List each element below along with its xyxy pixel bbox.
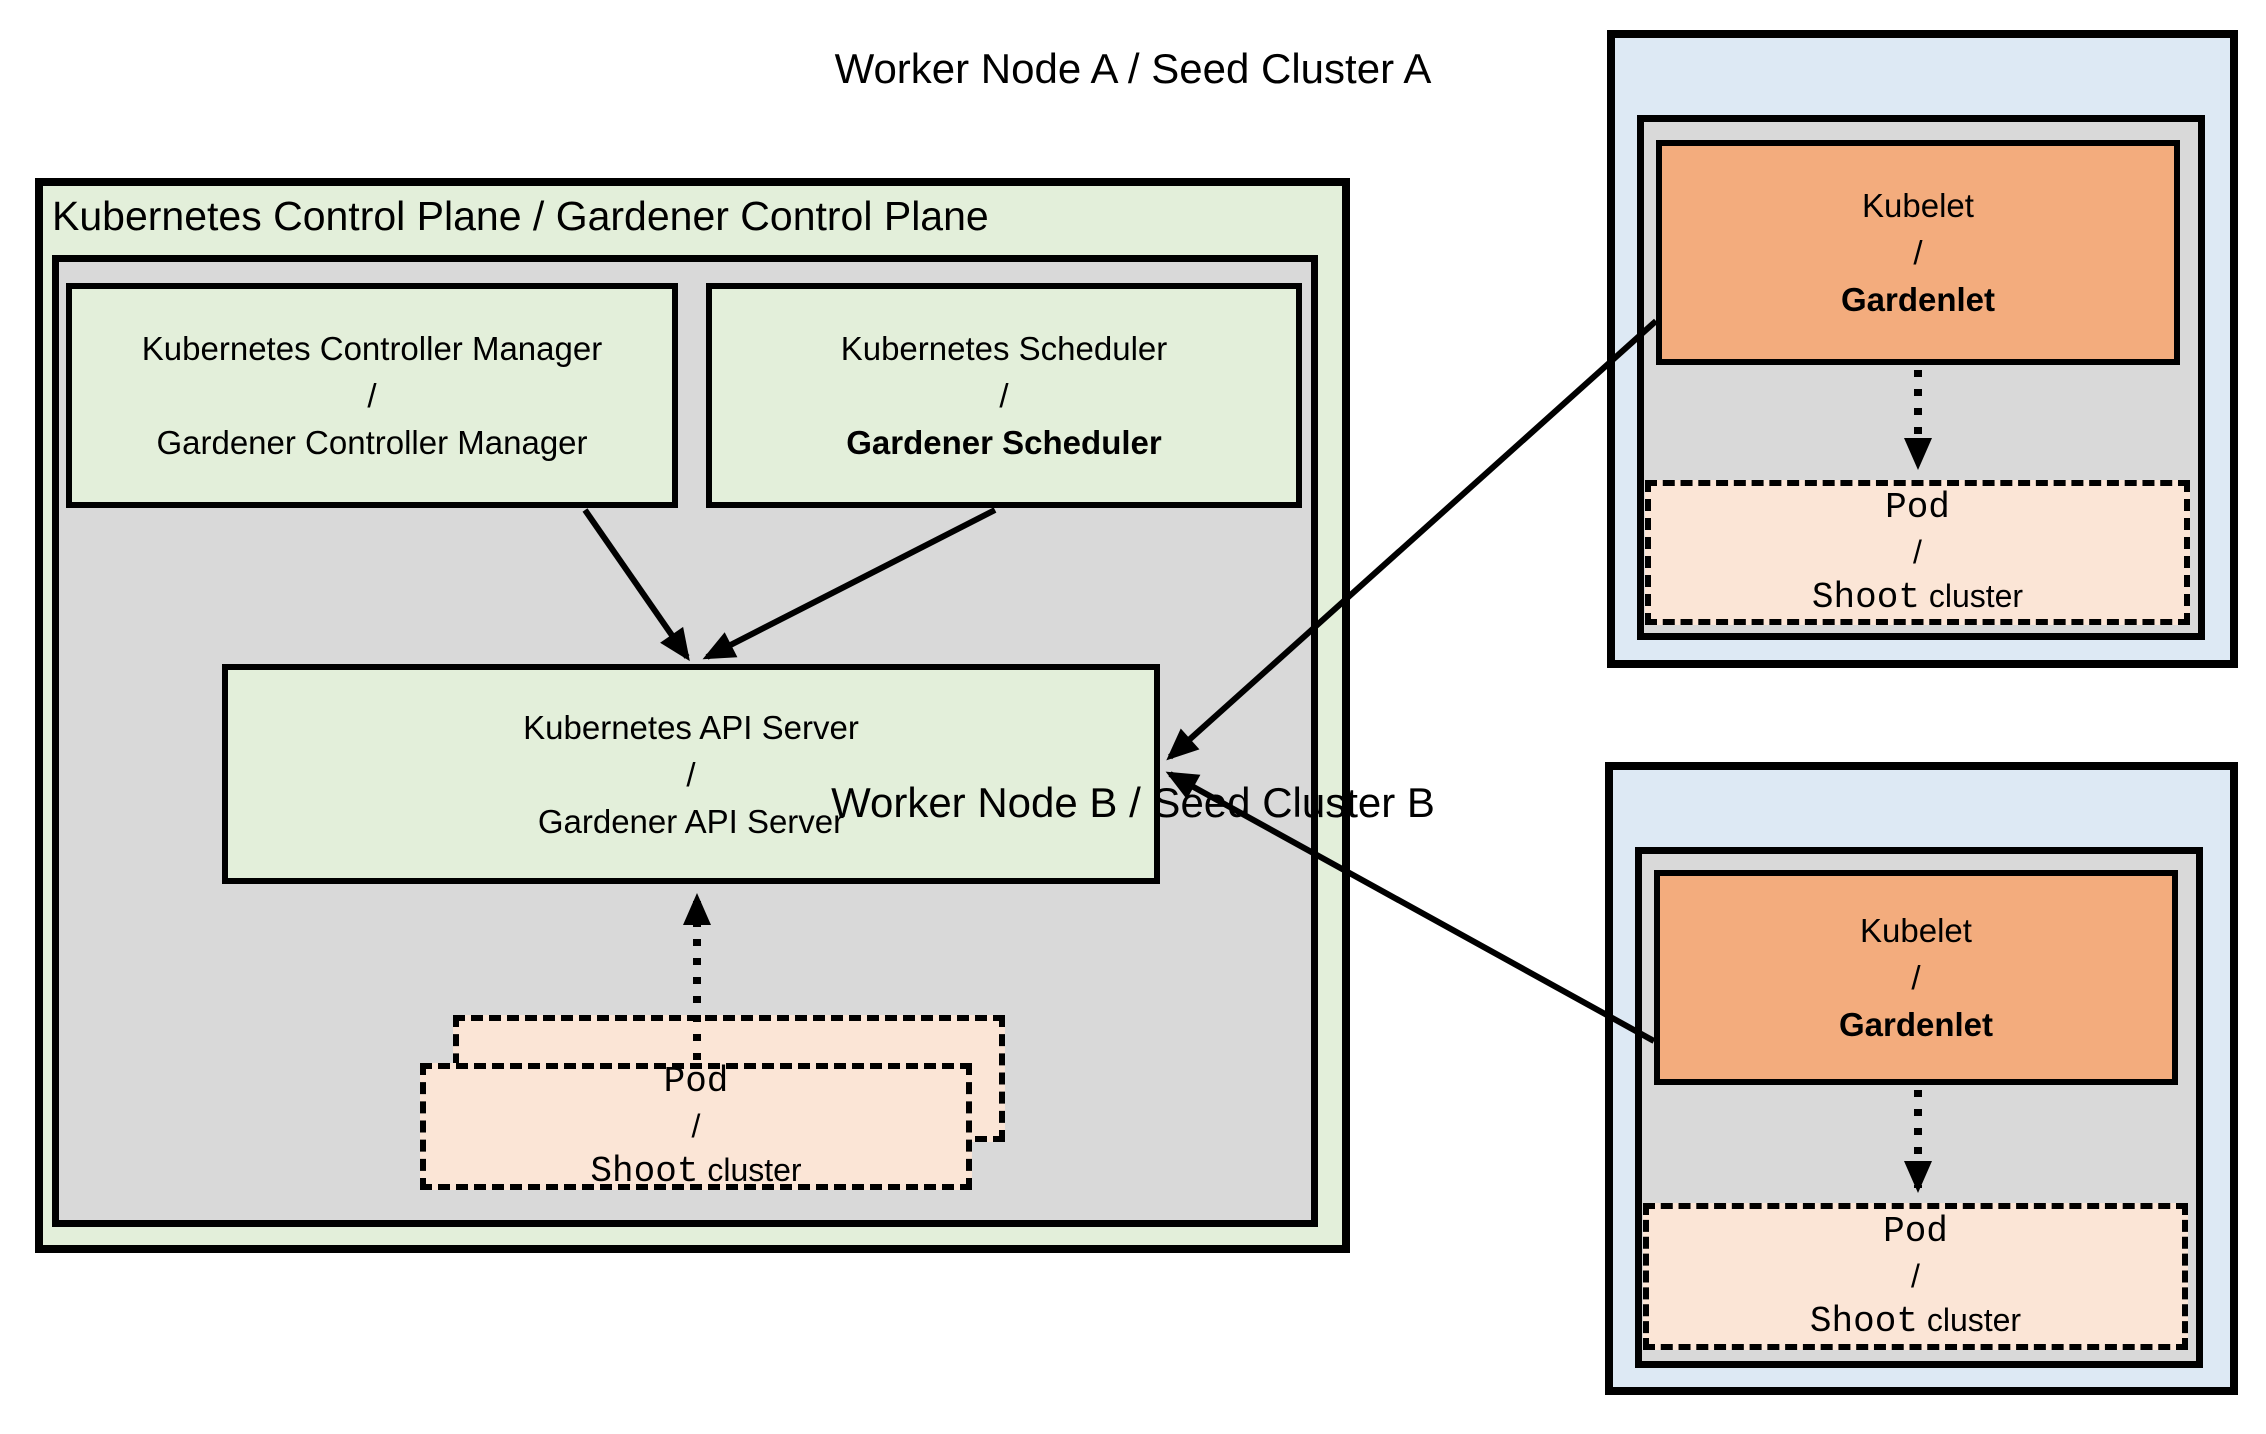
kubelet-a-line1: Kubelet xyxy=(1862,187,1974,224)
pod-a-line2-cluster: cluster xyxy=(1928,577,2024,614)
kubelet-b-line1: Kubelet xyxy=(1860,912,1972,949)
controller-manager-line1: Kubernetes Controller Manager xyxy=(141,330,603,367)
pod-shoot-box-b: Pod / Shoot cluster xyxy=(1643,1203,2188,1350)
api-server-box: Kubernetes API Server / Gardener API Ser… xyxy=(222,664,1160,884)
pod-b-line2-cluster: cluster xyxy=(1926,1301,2022,1338)
pod-b-line2-shoot: Shoot xyxy=(1809,1300,1918,1342)
kubelet-box-a: Kubelet / Gardenlet xyxy=(1656,140,2180,365)
kubelet-b-line2: Gardenlet xyxy=(1838,1006,1994,1043)
pod-a-line2: Shoot cluster xyxy=(1812,574,2023,620)
controller-manager-line2: Gardener Controller Manager xyxy=(156,424,588,461)
pod-line2-shoot: Shoot xyxy=(590,1150,699,1192)
api-server-line2: Gardener API Server xyxy=(537,802,845,840)
pod-sep: / xyxy=(691,1107,701,1144)
controller-manager-box: Kubernetes Controller Manager / Gardener… xyxy=(66,283,678,508)
api-server-sep: / xyxy=(686,755,696,793)
scheduler-box: Kubernetes Scheduler / Gardener Schedule… xyxy=(706,283,1302,508)
scheduler-line2: Gardener Scheduler xyxy=(846,424,1162,461)
pod-b-line1: Pod xyxy=(1883,1210,1948,1252)
api-server-line1: Kubernetes API Server xyxy=(523,708,859,746)
kubelet-b-sep: / xyxy=(1911,959,1921,996)
pod-a-line2-shoot: Shoot xyxy=(1811,576,1920,618)
pod-a-line1: Pod xyxy=(1885,486,1950,528)
controller-manager-sep: / xyxy=(367,377,377,414)
kubelet-box-b: Kubelet / Gardenlet xyxy=(1654,870,2178,1085)
scheduler-line1: Kubernetes Scheduler xyxy=(840,330,1168,367)
pod-shoot-box-a: Pod / Shoot cluster xyxy=(1645,480,2190,625)
pod-line2: Shoot cluster xyxy=(590,1148,801,1194)
control-plane-title: Kubernetes Control Plane / Gardener Cont… xyxy=(52,193,989,239)
pod-a-sep: / xyxy=(1913,533,1922,570)
worker-node-a-title: Worker Node A / Seed Cluster A xyxy=(834,45,1432,92)
pod-shoot-box-control-plane: Pod / Shoot cluster xyxy=(420,1060,972,1192)
scheduler-sep: / xyxy=(999,377,1009,414)
pod-b-line2: Shoot cluster xyxy=(1810,1298,2021,1344)
pod-b-sep: / xyxy=(1911,1257,1920,1294)
kubelet-a-line2: Gardenlet xyxy=(1840,281,1996,318)
pod-line2-cluster: cluster xyxy=(707,1151,802,1188)
worker-node-b-title: Worker Node B / Seed Cluster B xyxy=(831,779,1435,826)
kubelet-a-sep: / xyxy=(1913,234,1923,271)
pod-line1: Pod xyxy=(663,1060,729,1102)
